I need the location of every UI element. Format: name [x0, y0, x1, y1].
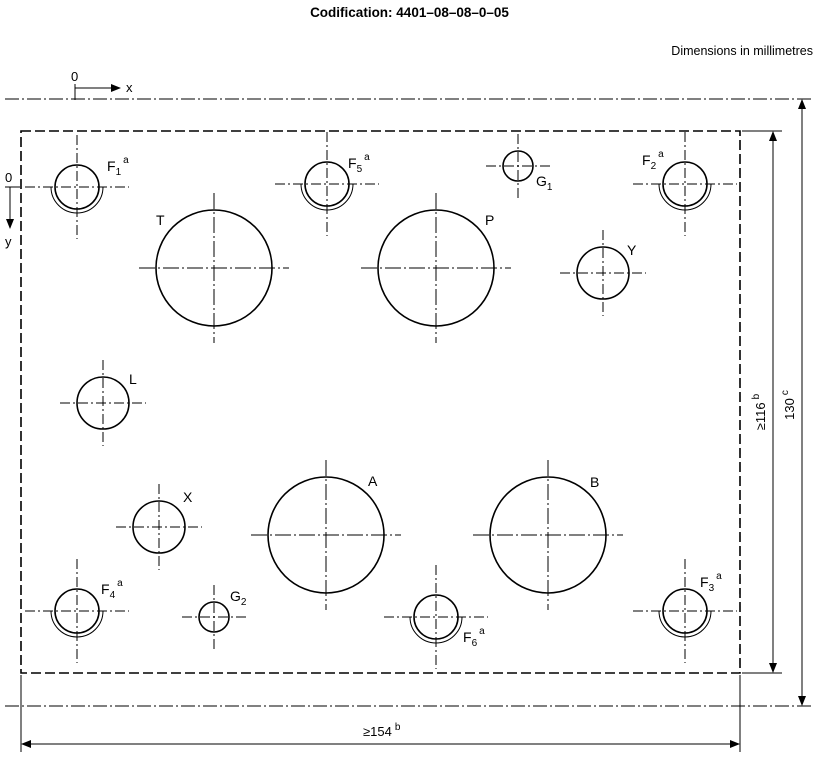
hole-x	[116, 484, 202, 570]
hole-l	[60, 360, 146, 446]
label-y: Y	[627, 242, 637, 258]
label-l: L	[129, 371, 137, 387]
label-x: X	[183, 489, 193, 505]
hole-f3	[633, 559, 737, 663]
x-axis-label: x	[126, 80, 133, 95]
dimensions-note: Dimensions in millimetres	[671, 44, 813, 58]
hole-y	[560, 230, 646, 316]
label-f6: F6a	[463, 626, 485, 649]
outer-height-dimension-label: 130c	[780, 390, 797, 420]
label-p: P	[485, 212, 494, 228]
hole-g1	[486, 134, 550, 198]
label-f2: F2a	[642, 149, 664, 172]
holes-group	[25, 132, 737, 669]
label-a: A	[368, 473, 378, 489]
label-f5: F5a	[348, 152, 370, 175]
hole-t	[139, 193, 289, 343]
hole-g2	[182, 585, 246, 649]
boundary-lines	[5, 98, 812, 707]
coordinate-axes	[5, 84, 121, 229]
label-g1: G1	[536, 173, 553, 193]
hole-b	[473, 460, 623, 610]
label-f4: F4a	[101, 578, 123, 601]
label-t: T	[156, 212, 165, 228]
y-axis-label: y	[5, 234, 12, 249]
hole-p	[361, 193, 511, 343]
label-f3: F3a	[700, 571, 722, 594]
codification-title: Codification: 4401–08–08–0–05	[310, 5, 509, 20]
hole-f5	[275, 132, 379, 236]
hole-f6	[384, 565, 488, 669]
inner-height-dimension-label: ≥116b	[751, 393, 768, 430]
origin-y-label: 0	[5, 170, 12, 185]
hole-a	[251, 460, 401, 610]
hole-g2-circle	[198, 601, 230, 633]
hole-labels: F1a F5a G1 F2a T P Y L X A B F4a G2 F6a …	[101, 149, 722, 649]
label-g2: G2	[230, 588, 247, 608]
hole-g1-circle	[502, 150, 534, 182]
hole-f2	[633, 132, 737, 236]
inner-height-dimension	[742, 130, 782, 674]
label-b: B	[590, 474, 599, 490]
hole-f1	[25, 135, 129, 239]
hole-f4	[25, 559, 129, 663]
mounting-surface-outline	[20, 130, 741, 674]
width-dimension	[20, 675, 741, 752]
origin-x-label: 0	[71, 69, 78, 84]
label-f1: F1a	[107, 155, 129, 178]
